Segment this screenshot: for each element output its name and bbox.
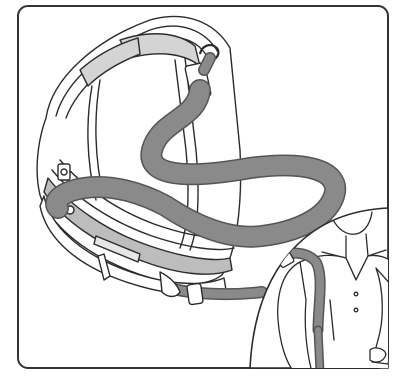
illustration-canvas xyxy=(0,0,397,379)
instruction-illustration xyxy=(0,0,397,379)
